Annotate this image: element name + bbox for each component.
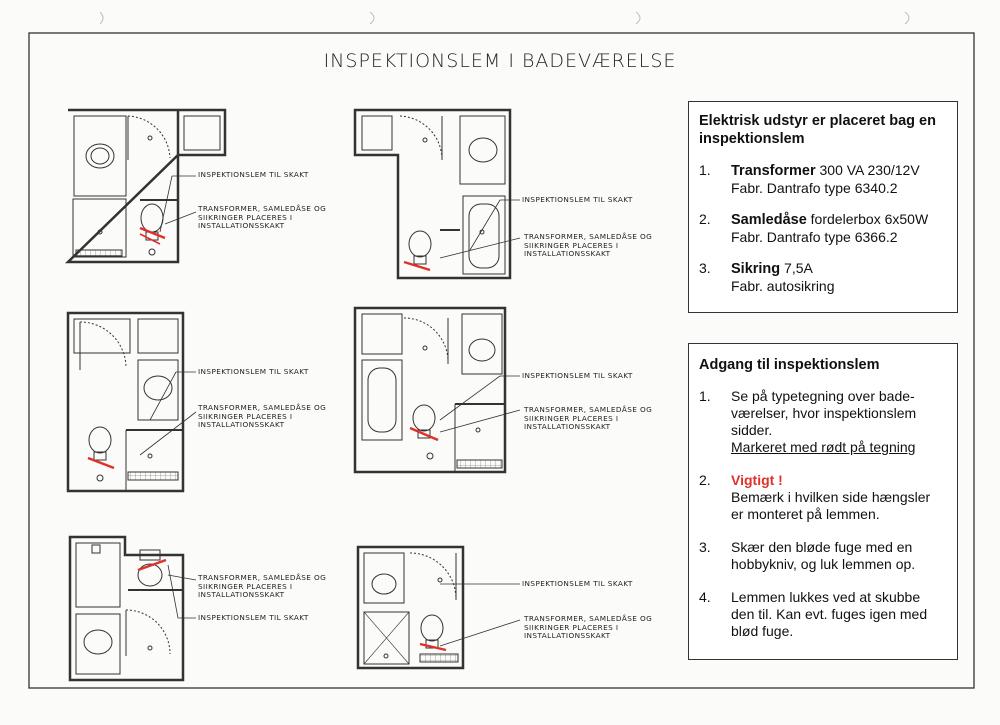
item-number: 2. [699,211,711,227]
hatch-label-3: INSPEKTIONSLEM TIL SKAKT [198,367,309,376]
drawing-frame [28,32,975,689]
access-list: 1. Se på typetegning over bade- værelser… [699,388,947,640]
binder-holes [99,11,910,25]
item-text-line: er monteret på lemmen. [731,506,880,522]
equipment-item-1: 1. Transformer 300 VA 230/12V Fabr. Dant… [699,162,947,197]
equipment-item-3: 3. Sikring 7,5A Fabr. autosikring [699,260,947,295]
equipment-list: 1. Transformer 300 VA 230/12V Fabr. Dant… [699,162,947,295]
equipment-label-line: TRANSFORMER, SAMLEDÅSE OG [524,405,653,414]
item-number: 4. [699,589,711,605]
hatch-label-4: INSPEKTIONSLEM TIL SKAKT [522,371,633,380]
leader-lines [139,175,521,647]
item-fabr: Fabr. autosikring [731,278,835,294]
equipment-item-2: 2. Samledåse fordelerbox 6x50W Fabr. Dan… [699,211,947,246]
item-text-line: Se på typetegning over bade- [731,388,915,404]
equipment-label-2: TRANSFORMER, SAMLEDÅSE OG SIIKRINGER PLA… [524,232,653,259]
access-item-2: 2. Vigtigt ! Bemærk i hvilken side hængs… [699,472,947,523]
item-text-line: Lemmen lukkes ved at skubbe [731,589,921,605]
equipment-label-line: INSTALLATIONSSKAKT [198,420,285,429]
warning-label: Vigtigt ! [731,472,783,488]
item-number: 3. [699,539,711,555]
equipment-label-line: TRANSFORMER, SAMLEDÅSE OG [524,614,653,623]
floor-plan-6 [356,545,465,670]
floor-plan-3 [66,311,185,493]
floor-plan-1 [64,108,227,264]
item-spec: fordelerbox 6x50W [806,211,929,227]
equipment-info-box: Elektrisk udstyr er placeret bag en insp… [688,101,958,313]
hatch-label-2: INSPEKTIONSLEM TIL SKAKT [522,195,633,204]
equipment-label-line: SIIKRINGER PLACERES I [198,212,293,222]
item-spec: 7,5A [780,260,813,276]
equipment-label-3: TRANSFORMER, SAMLEDÅSE OG SIIKRINGER PLA… [198,403,327,430]
hatch-label-5: INSPEKTIONSLEM TIL SKAKT [198,613,309,622]
equipment-label-line: SIIKRINGER PLACERES I [198,581,293,591]
item-number: 1. [699,162,711,178]
marked-red-note: Markeret med rødt på tegning [731,439,916,455]
access-info-box: Adgang til inspektionslem 1. Se på typet… [688,343,958,660]
equipment-label-5: TRANSFORMER, SAMLEDÅSE OG SIIKRINGER PLA… [198,573,327,600]
equipment-label-4: TRANSFORMER, SAMLEDÅSE OG SIIKRINGER PLA… [524,405,653,432]
item-text-line: den til. Kan evt. fuges igen med [731,606,928,622]
access-heading: Adgang til inspektionslem [699,357,880,373]
equipment-label-line: SIIKRINGER PLACERES I [524,413,619,423]
access-item-4: 4. Lemmen lukkes ved at skubbe den til. … [699,589,947,640]
item-text-line: værelser, hvor inspektionslem [731,405,917,421]
hatch-label-6: INSPEKTIONSLEM TIL SKAKT [522,579,633,588]
item-number: 1. [699,388,711,404]
equipment-label-line: INSTALLATIONSSKAKT [524,249,611,258]
page-title: INSPEKTIONSLEM I BADEVÆRELSE [323,50,677,72]
item-name: Sikring [731,261,781,277]
access-item-1: 1. Se på typetegning over bade- værelser… [699,388,947,456]
equipment-label-line: INSTALLATIONSSKAKT [524,631,611,640]
equipment-label-line: SIIKRINGER PLACERES I [524,622,619,632]
equipment-label-line: SIIKRINGER PLACERES I [198,411,293,421]
item-text-line: sidder. [731,422,773,438]
equipment-label-line: TRANSFORMER, SAMLEDÅSE OG [198,403,327,412]
item-text-line: hobbykniv, og luk lemmen op. [731,556,916,572]
equipment-label-1: TRANSFORMER, SAMLEDÅSE OG SIIKRINGER PLA… [198,204,327,231]
item-text-line: Skær den bløde fuge med en [731,539,913,555]
item-number: 2. [699,472,711,488]
item-name: Samledåse [731,212,807,228]
equipment-label-line: TRANSFORMER, SAMLEDÅSE OG [198,204,327,213]
floor-plan-5 [68,535,185,682]
item-number: 3. [699,260,711,276]
item-spec: 300 VA 230/12V [815,162,920,178]
item-fabr: Fabr. Dantrafo type 6340.2 [731,180,898,196]
item-text-line: Bemærk i hvilken side hængsler [731,489,931,505]
equipment-label-line: TRANSFORMER, SAMLEDÅSE OG [524,232,653,241]
access-item-3: 3. Skær den bløde fuge med en hobbykniv,… [699,539,947,573]
equipment-label-line: SIIKRINGER PLACERES I [524,240,619,250]
equipment-label-line: TRANSFORMER, SAMLEDÅSE OG [198,573,327,582]
equipment-label-6: TRANSFORMER, SAMLEDÅSE OG SIIKRINGER PLA… [524,614,653,641]
equipment-heading: Elektrisk udstyr er placeret bag en insp… [699,113,936,147]
hatch-label-1: INSPEKTIONSLEM TIL SKAKT [198,170,309,179]
item-name: Transformer [731,163,816,179]
floor-plan-2 [353,108,512,280]
equipment-label-line: INSTALLATIONSSKAKT [198,221,285,230]
floor-plan-4 [353,306,507,474]
item-fabr: Fabr. Dantrafo type 6366.2 [731,229,898,245]
equipment-label-line: INSTALLATIONSSKAKT [524,422,611,431]
equipment-label-line: INSTALLATIONSSKAKT [198,590,285,599]
item-text-line: blød fuge. [731,623,794,639]
